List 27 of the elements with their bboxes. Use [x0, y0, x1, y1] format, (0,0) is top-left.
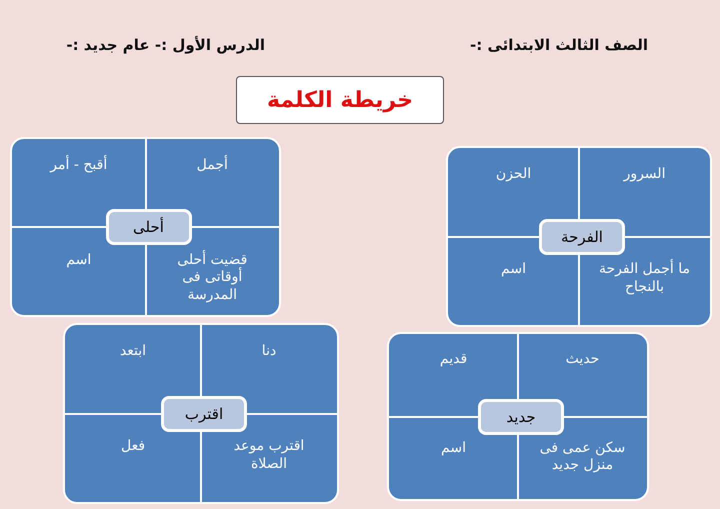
word-text: اسم	[464, 261, 563, 279]
center-word-box: جديد	[478, 398, 564, 434]
word-map-panel	[446, 146, 712, 327]
word-text: فعل	[81, 438, 185, 456]
word-text: اسم	[28, 252, 130, 270]
center-word-box: أحلى	[106, 209, 192, 245]
word-text: السرور	[595, 166, 694, 184]
word-text: أقبح - أمر	[28, 156, 130, 174]
word-text: حديث	[534, 350, 631, 368]
word-map-panel	[10, 137, 281, 317]
center-word-box: الفرحة	[539, 218, 625, 254]
word-map-panel	[63, 323, 339, 504]
word-text: قديم	[405, 350, 502, 368]
word-text: دنا	[217, 342, 321, 360]
title-scroll: خريطة الكلمة	[236, 76, 444, 124]
word-text: اسم	[405, 440, 502, 458]
example-sentence: اقترب موعد الصلاة	[217, 438, 321, 474]
example-sentence: ما أجمل الفرحة بالنجاح	[595, 261, 694, 296]
word-text: ابتعد	[81, 342, 185, 360]
header-text: الصف الثالث الابتدائى :-	[470, 36, 648, 54]
center-word-box: اقترب	[161, 396, 247, 432]
word-text: أجمل	[162, 156, 263, 174]
word-map-panel	[387, 332, 649, 501]
word-text: الحزن	[464, 166, 563, 184]
header-text: الدرس الأول :- عام جديد :-	[66, 36, 265, 54]
example-sentence: قضيت أحلى أوقاتى فى المدرسة	[162, 252, 263, 304]
example-sentence: سكن عمى فى منزل جديد	[534, 440, 631, 475]
